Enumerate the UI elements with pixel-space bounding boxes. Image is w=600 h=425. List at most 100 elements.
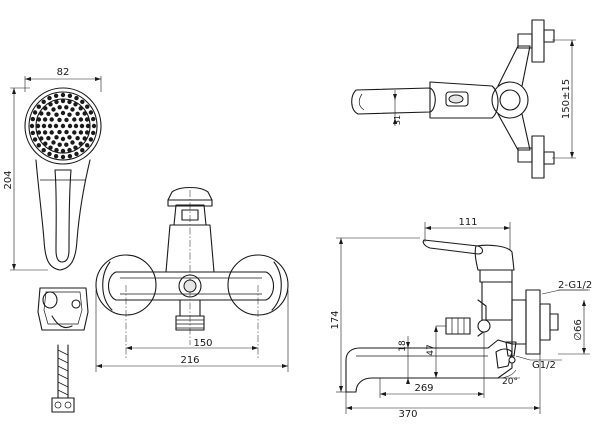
nozzle xyxy=(57,129,62,135)
hand-shower-view: 82 204 xyxy=(3,67,102,413)
nozzle xyxy=(64,129,69,135)
dim-total-height: 174 xyxy=(330,310,341,329)
nozzle xyxy=(36,130,42,135)
nozzle xyxy=(60,148,66,154)
dim-mixer-width: 216 xyxy=(180,355,199,366)
nozzle xyxy=(54,112,59,117)
dim-angle: 20° xyxy=(502,377,518,387)
nozzle xyxy=(67,154,73,159)
nozzle xyxy=(78,117,84,122)
nozzle xyxy=(36,117,42,122)
nozzle xyxy=(47,123,53,129)
nozzle xyxy=(46,111,51,117)
nozzle xyxy=(75,111,80,117)
nozzle xyxy=(30,116,35,122)
dim-mixer-centers: 150 xyxy=(193,338,212,349)
nozzle xyxy=(42,117,48,122)
nozzle xyxy=(78,106,83,111)
nozzle xyxy=(72,117,77,122)
nozzle xyxy=(32,110,38,115)
nozzle xyxy=(79,123,85,129)
nozzle xyxy=(78,141,83,146)
dim-spout-reach: 111 xyxy=(458,217,477,228)
nozzle xyxy=(84,117,90,122)
nozzle xyxy=(53,93,59,99)
nozzle xyxy=(30,130,35,136)
nozzle xyxy=(88,110,94,115)
nozzle xyxy=(85,123,91,129)
nozzle xyxy=(57,105,62,110)
nozzle xyxy=(67,123,73,129)
nozzle xyxy=(64,105,69,110)
nozzle xyxy=(85,104,90,109)
nozzle xyxy=(29,123,35,129)
nozzle xyxy=(54,135,59,140)
nozzle xyxy=(72,130,77,135)
nozzle xyxy=(49,117,54,122)
nozzle xyxy=(73,102,78,107)
nozzle xyxy=(91,130,96,136)
nozzle xyxy=(74,151,79,157)
nozzle xyxy=(54,147,59,153)
nozzle xyxy=(32,137,38,142)
nozzle xyxy=(49,130,54,135)
dim-shower-length: 204 xyxy=(3,170,14,189)
mixer-front-view: 150 216 xyxy=(95,186,289,372)
nozzle xyxy=(53,154,59,159)
nozzle xyxy=(57,142,62,147)
nozzle xyxy=(80,148,85,153)
nozzle xyxy=(73,145,78,150)
nozzle xyxy=(46,136,51,141)
nozzle xyxy=(85,143,90,148)
nozzle xyxy=(41,123,47,129)
mixer-top-view: 31 150±15 xyxy=(351,19,576,179)
nozzle xyxy=(60,92,66,98)
nozzle xyxy=(51,107,56,112)
nozzle xyxy=(70,107,75,112)
nozzle xyxy=(80,99,85,105)
nozzle xyxy=(91,116,96,122)
nozzle xyxy=(51,140,56,145)
dim-spout-gap: 18 xyxy=(398,340,408,352)
nozzle-pattern xyxy=(29,92,97,160)
nozzle xyxy=(43,141,48,146)
nozzle xyxy=(47,151,52,157)
nozzle xyxy=(54,99,59,105)
dim-head-width: 82 xyxy=(57,67,70,78)
nozzle xyxy=(67,112,72,117)
dim-eccentric-range: 150±15 xyxy=(561,79,572,119)
nozzle xyxy=(67,99,72,105)
mixer-side-view: 111 174 18 xyxy=(330,217,592,420)
nozzle xyxy=(39,136,44,141)
nozzle xyxy=(67,93,73,99)
nozzle xyxy=(39,111,44,116)
nozzle xyxy=(42,130,48,135)
nozzle xyxy=(48,145,53,150)
nozzle xyxy=(35,123,41,129)
nozzle xyxy=(41,99,46,105)
nozzle xyxy=(36,143,41,148)
nozzle xyxy=(75,136,80,141)
dim-outlet-height: 47 xyxy=(426,344,436,355)
nozzle xyxy=(74,95,79,101)
nozzle xyxy=(70,140,75,145)
nozzle xyxy=(36,104,41,109)
dim-handle-offset: 31 xyxy=(393,115,402,125)
label-connection-top: 2-G1/2 xyxy=(558,280,592,291)
nozzle xyxy=(60,123,66,129)
nozzle xyxy=(47,95,52,101)
nozzle xyxy=(60,136,66,142)
nozzle xyxy=(82,136,87,141)
nozzle xyxy=(67,135,72,140)
nozzle xyxy=(64,117,69,123)
nozzle xyxy=(67,147,72,153)
label-connection-bottom: G1/2 xyxy=(532,360,556,371)
nozzle xyxy=(78,130,84,135)
nozzle xyxy=(57,117,62,123)
nozzle xyxy=(84,130,90,135)
nozzle xyxy=(53,123,59,129)
dim-total-length: 370 xyxy=(398,409,417,420)
nozzle xyxy=(48,102,53,107)
